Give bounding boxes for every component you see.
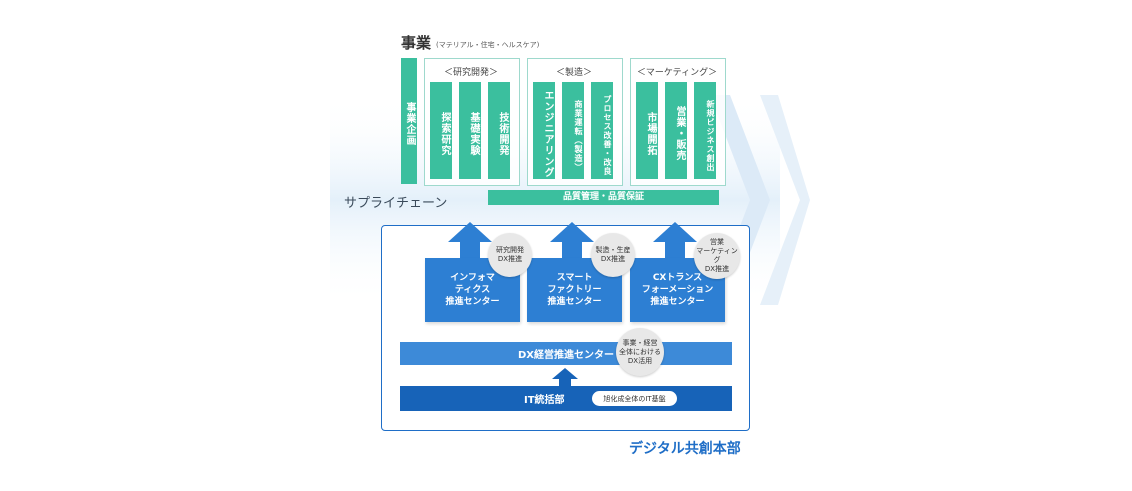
circle-line: マーケティング	[696, 247, 738, 264]
center-name-line: 推進センター	[547, 297, 602, 307]
circle-line: 研究開発	[496, 246, 524, 254]
arrow-up-icon	[653, 222, 697, 262]
circle-line: 営業	[710, 238, 724, 246]
dx-management-center-bar: DX経営推進センター	[400, 342, 732, 365]
item-new-business: 新規ビジネス創出	[694, 82, 716, 179]
center-name-line: スマート	[556, 273, 593, 283]
circle-line: 全体における	[619, 347, 661, 356]
circle-line: 事業・経営	[622, 338, 658, 347]
management-dx-circle: 事業・経営 全体における DX活用	[616, 328, 664, 376]
arrow-up-icon	[550, 222, 594, 262]
it-foundation-pill: 旭化成全体のIT基盤	[592, 391, 677, 406]
item-basic-experiments: 基礎実験	[459, 82, 481, 179]
digital-cocreation-label: デジタル共創本部	[629, 441, 741, 457]
page-subtitle: (マテリアル・住宅・ヘルスケア)	[436, 41, 540, 49]
page-title: 事業	[401, 34, 432, 52]
center-name-line: ティクス	[454, 285, 491, 295]
circle-line: DX活用	[627, 356, 653, 365]
group-marketing-label: ＜マーケティング＞	[636, 68, 718, 78]
circle-line: DX推進	[704, 265, 730, 273]
item-commercial-operation: 商業運転（製造）	[562, 82, 584, 179]
rnd-dx-circle: 研究開発 DX推進	[488, 233, 532, 277]
arrow-up-icon	[552, 368, 578, 388]
circle-line: 製造・生産	[595, 246, 631, 254]
circle-line: DX推進	[600, 255, 626, 263]
circle-line: DX推進	[497, 255, 523, 263]
center-name-line: CXトランス	[652, 273, 703, 283]
business-planning-bar: 事業企画	[401, 58, 417, 184]
center-name-line: 推進センター	[445, 297, 500, 307]
supply-chain-label: サプライチェーン	[344, 196, 448, 211]
item-process-improvement: プロセス改善・改良	[591, 82, 613, 179]
quality-assurance-bar: 品質管理・品質保証	[488, 190, 719, 205]
item-sales: 営業・販売	[665, 82, 687, 179]
center-name-line: ファクトリー	[547, 285, 602, 295]
item-exploratory-research: 探索研究	[430, 82, 452, 179]
group-manufacturing-label: ＜製造＞	[555, 68, 592, 78]
center-name-line: 推進センター	[650, 297, 705, 307]
marketing-dx-circle: 営業 マーケティング DX推進	[694, 233, 740, 279]
item-tech-development: 技術開発	[488, 82, 510, 179]
center-name-line: インフォマ	[450, 273, 495, 283]
manufacturing-dx-circle: 製造・生産 DX推進	[591, 233, 635, 277]
it-department-label: IT統括部	[524, 395, 565, 406]
it-department-bar	[400, 386, 732, 411]
item-market-development: 市場開拓	[636, 82, 658, 179]
center-name-line: フォーメーション	[641, 285, 714, 295]
arrow-up-icon	[448, 222, 492, 262]
item-engineering: エンジニアリング	[533, 82, 555, 179]
group-rnd-label: ＜研究開発＞	[443, 68, 498, 78]
